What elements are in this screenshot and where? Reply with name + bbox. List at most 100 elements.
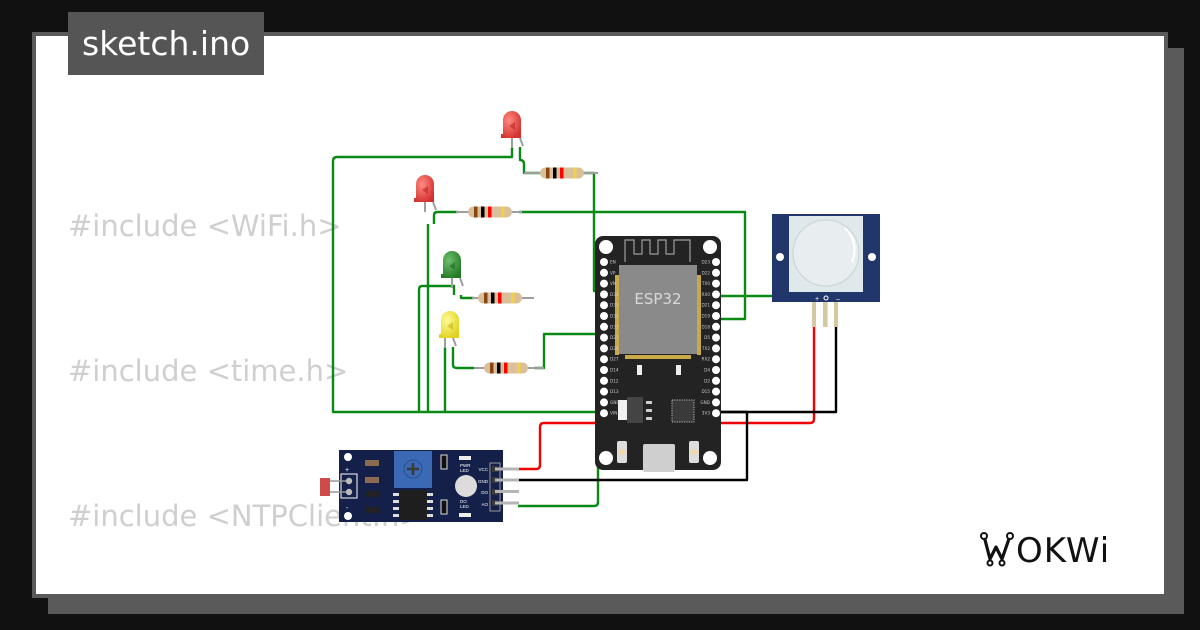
pir-motion-sensor[interactable]: + – <box>772 214 880 327</box>
yellow-led[interactable] <box>439 311 459 348</box>
code-line: #include <WiFi.h> <box>68 209 342 244</box>
red-led-1[interactable] <box>501 111 524 148</box>
esp32-pin-label: D34 <box>610 292 619 297</box>
esp32-pin-d15[interactable] <box>712 387 720 396</box>
ldr-plus-label: + <box>345 467 349 474</box>
file-tab[interactable]: sketch.ino <box>68 12 265 75</box>
esp32-pin-label: D32 <box>610 314 619 319</box>
wire <box>519 210 747 321</box>
esp32-pin-label: D19 <box>701 314 710 319</box>
esp32-pin-d32[interactable] <box>600 312 608 320</box>
esp32-pin-label: D13 <box>610 389 619 394</box>
esp32-pin-d26[interactable] <box>600 344 608 353</box>
esp32-pin-d5[interactable] <box>712 333 720 342</box>
do-led-label: DO <box>460 499 467 504</box>
esp32-pin-d18[interactable] <box>712 322 720 331</box>
esp32-pin-tx0[interactable] <box>712 279 720 288</box>
esp32-pin-label: GND <box>700 400 710 405</box>
esp32-pin-d35[interactable] <box>600 301 608 310</box>
do-led-label: LED <box>460 504 470 509</box>
esp32-pin-en[interactable] <box>600 258 608 266</box>
vcc-pin-label: VCC <box>478 467 488 472</box>
pir-pin-label: + <box>815 296 819 303</box>
esp32-pin-label: GND <box>610 400 620 405</box>
esp32-pin-label: D25 <box>610 335 619 340</box>
esp32-pin-d12[interactable] <box>600 376 608 385</box>
esp32-pin-vp[interactable] <box>600 268 608 277</box>
gnd-pin-label: GND <box>478 479 489 484</box>
esp32-pin-label: D27 <box>610 357 619 362</box>
esp32-pin-gnd[interactable] <box>712 398 720 407</box>
esp32-pin-label: D2 <box>704 378 710 383</box>
esp32-pin-label: TX2 <box>701 346 710 351</box>
wire <box>432 210 458 224</box>
esp32-chip <box>619 265 697 354</box>
resistor[interactable] <box>472 292 534 304</box>
esp32-label: ESP32 <box>634 290 681 308</box>
esp32-pin-label: TX0 <box>701 281 710 286</box>
wire <box>331 147 604 414</box>
esp32-pin-label: D14 <box>610 368 619 373</box>
esp32-pin-d25[interactable] <box>600 333 608 342</box>
esp32-pin-rx2[interactable] <box>712 355 720 364</box>
red-led-2[interactable] <box>414 175 437 212</box>
esp32-pin-gnd[interactable] <box>600 398 608 407</box>
esp32-pin-3v3[interactable] <box>712 409 720 418</box>
wire <box>716 327 838 414</box>
esp32-pin-tx2[interactable] <box>712 344 720 353</box>
resistor[interactable] <box>456 206 522 218</box>
green-led[interactable] <box>441 251 464 288</box>
esp32-pin-label: D26 <box>610 346 619 351</box>
pir-pin-label: – <box>836 296 840 303</box>
ldr-minus-label: - <box>346 505 349 512</box>
esp32-pin-d34[interactable] <box>600 290 608 299</box>
esp32-pin-label: D15 <box>701 389 710 394</box>
editor-sheet: #include <WiFi.h> #include <time.h> #inc… <box>36 36 1164 594</box>
esp32-pin-label: D5 <box>704 335 710 340</box>
esp32-pin-label: D21 <box>701 303 710 308</box>
wire <box>417 284 456 412</box>
esp32-pin-d2[interactable] <box>712 376 720 385</box>
esp32-pin-d13[interactable] <box>600 387 608 396</box>
pwr-led-label: PWR <box>460 463 471 468</box>
esp32-pin-label: D4 <box>704 368 710 373</box>
esp32-pin-vin[interactable] <box>600 409 608 418</box>
esp32-pin-label: D35 <box>610 303 619 308</box>
esp32-pin-d4[interactable] <box>712 366 720 374</box>
esp32-pin-d21[interactable] <box>712 301 720 310</box>
esp32-pin-d33[interactable] <box>600 322 608 331</box>
wire <box>534 332 604 370</box>
wokwi-logo[interactable]: OKWi <box>978 527 1150 573</box>
esp32-pin-d14[interactable] <box>600 366 608 374</box>
esp32-pin-label: EN <box>610 260 616 265</box>
antenna-icon <box>624 239 691 262</box>
esp32-pin-label: D18 <box>701 324 710 329</box>
resistor[interactable] <box>524 167 598 179</box>
wire <box>716 327 816 425</box>
esp32-board[interactable]: ESP32 ENVPVND34D35D32D33D25D26D27D14D12D… <box>595 236 721 472</box>
esp32-pin-label: 3V3 <box>702 411 711 416</box>
usb-port <box>643 444 675 472</box>
power-wires <box>518 327 838 482</box>
esp32-pin-label: D12 <box>610 378 619 383</box>
esp32-pin-d22[interactable] <box>712 268 720 277</box>
resistor[interactable] <box>474 362 544 374</box>
ldr-sensor-module[interactable]: + - PWR LED DO LED VCC GND DO AO <box>320 450 519 522</box>
esp32-pin-label: VP <box>610 270 616 275</box>
wire <box>518 296 604 508</box>
do-pin-label: DO <box>481 490 488 495</box>
wire <box>518 147 540 175</box>
esp32-pin-d23[interactable] <box>712 258 720 266</box>
esp32-pin-label: VN <box>610 281 616 286</box>
esp32-pin-vn[interactable] <box>600 279 608 288</box>
esp32-pin-rx0[interactable] <box>712 290 720 299</box>
pwr-led-label: LED <box>460 468 470 473</box>
code-line: #include <time.h> <box>68 354 349 388</box>
wire <box>518 421 604 471</box>
esp32-pin-d19[interactable] <box>712 312 720 320</box>
esp32-pin-label: D23 <box>701 260 710 265</box>
esp32-pin-d27[interactable] <box>600 355 608 364</box>
ao-pin-label: AO <box>481 502 488 507</box>
wokwi-logo-text: OKWi <box>1016 531 1110 571</box>
